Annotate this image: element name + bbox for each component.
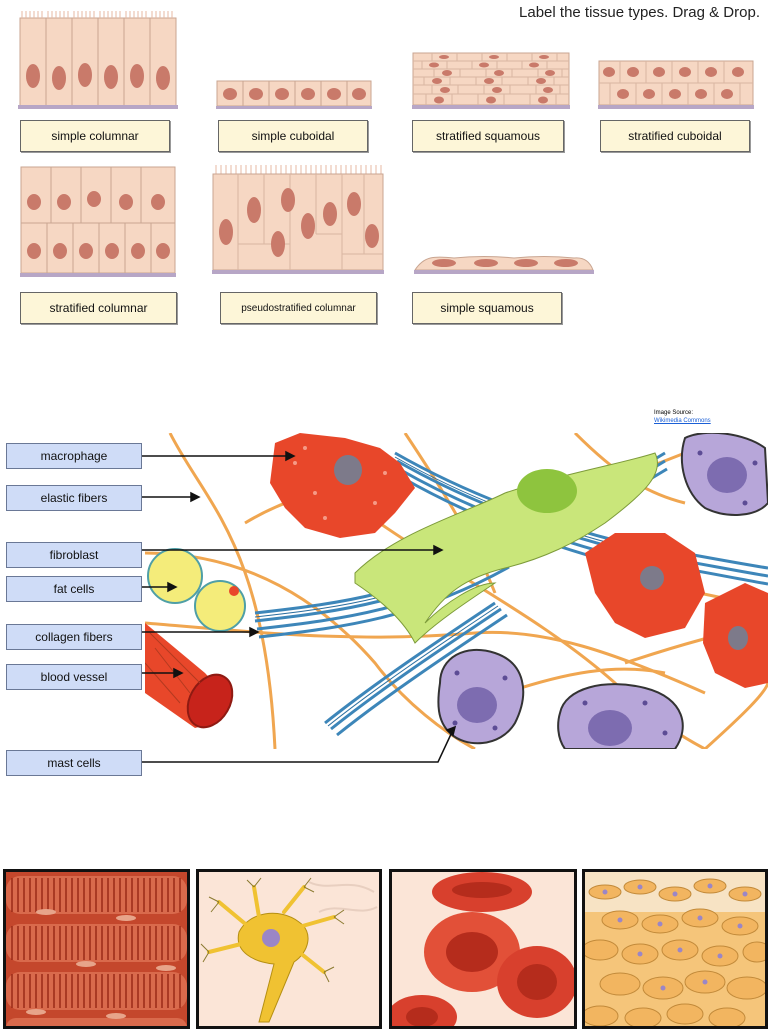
- nervous-tissue-panel[interactable]: [196, 869, 382, 1029]
- label-simple-squamous[interactable]: simple squamous: [412, 292, 562, 324]
- pseudostratified-columnar-image: [212, 165, 384, 274]
- blood-tissue-panel[interactable]: [389, 869, 577, 1029]
- label-elastic-fibers[interactable]: elastic fibers: [6, 485, 142, 511]
- label-mast-cells[interactable]: mast cells: [6, 750, 142, 776]
- label-blood-vessel[interactable]: blood vessel: [6, 664, 142, 690]
- adipose-tissue-panel[interactable]: [582, 869, 768, 1029]
- muscle-tissue-panel[interactable]: [3, 869, 190, 1029]
- simple-squamous-image: [414, 256, 594, 274]
- instructions-text: Label the tissue types. Drag & Drop.: [519, 4, 760, 21]
- label-stratified-columnar[interactable]: stratified columnar: [20, 292, 177, 324]
- label-simple-columnar[interactable]: simple columnar: [20, 120, 170, 152]
- image-source-prefix: Image Source:: [654, 410, 694, 416]
- label-pseudostratified-columnar[interactable]: pseudostratified columnar: [220, 292, 377, 324]
- simple-cuboidal-image: [216, 80, 372, 109]
- adipose-tissue-image: [585, 872, 765, 1026]
- label-simple-cuboidal[interactable]: simple cuboidal: [218, 120, 368, 152]
- muscle-tissue-image: [6, 872, 187, 1026]
- label-stratified-cuboidal[interactable]: stratified cuboidal: [600, 120, 750, 152]
- connective-tissue-illustration: [145, 433, 768, 749]
- label-collagen-fibers[interactable]: collagen fibers: [6, 624, 142, 650]
- nervous-tissue-image: [199, 872, 379, 1026]
- simple-columnar-image: [18, 11, 178, 109]
- image-source: Image Source: Wikimedia Commons: [654, 409, 711, 425]
- stratified-cuboidal-image: [598, 60, 754, 109]
- label-fat-cells[interactable]: fat cells: [6, 576, 142, 602]
- stratified-columnar-image: [20, 166, 176, 277]
- image-source-link[interactable]: Wikimedia Commons: [654, 418, 711, 424]
- label-stratified-squamous[interactable]: stratified squamous: [412, 120, 564, 152]
- stratified-squamous-image: [412, 52, 570, 109]
- label-macrophage[interactable]: macrophage: [6, 443, 142, 469]
- blood-tissue-image: [392, 872, 574, 1026]
- label-fibroblast[interactable]: fibroblast: [6, 542, 142, 568]
